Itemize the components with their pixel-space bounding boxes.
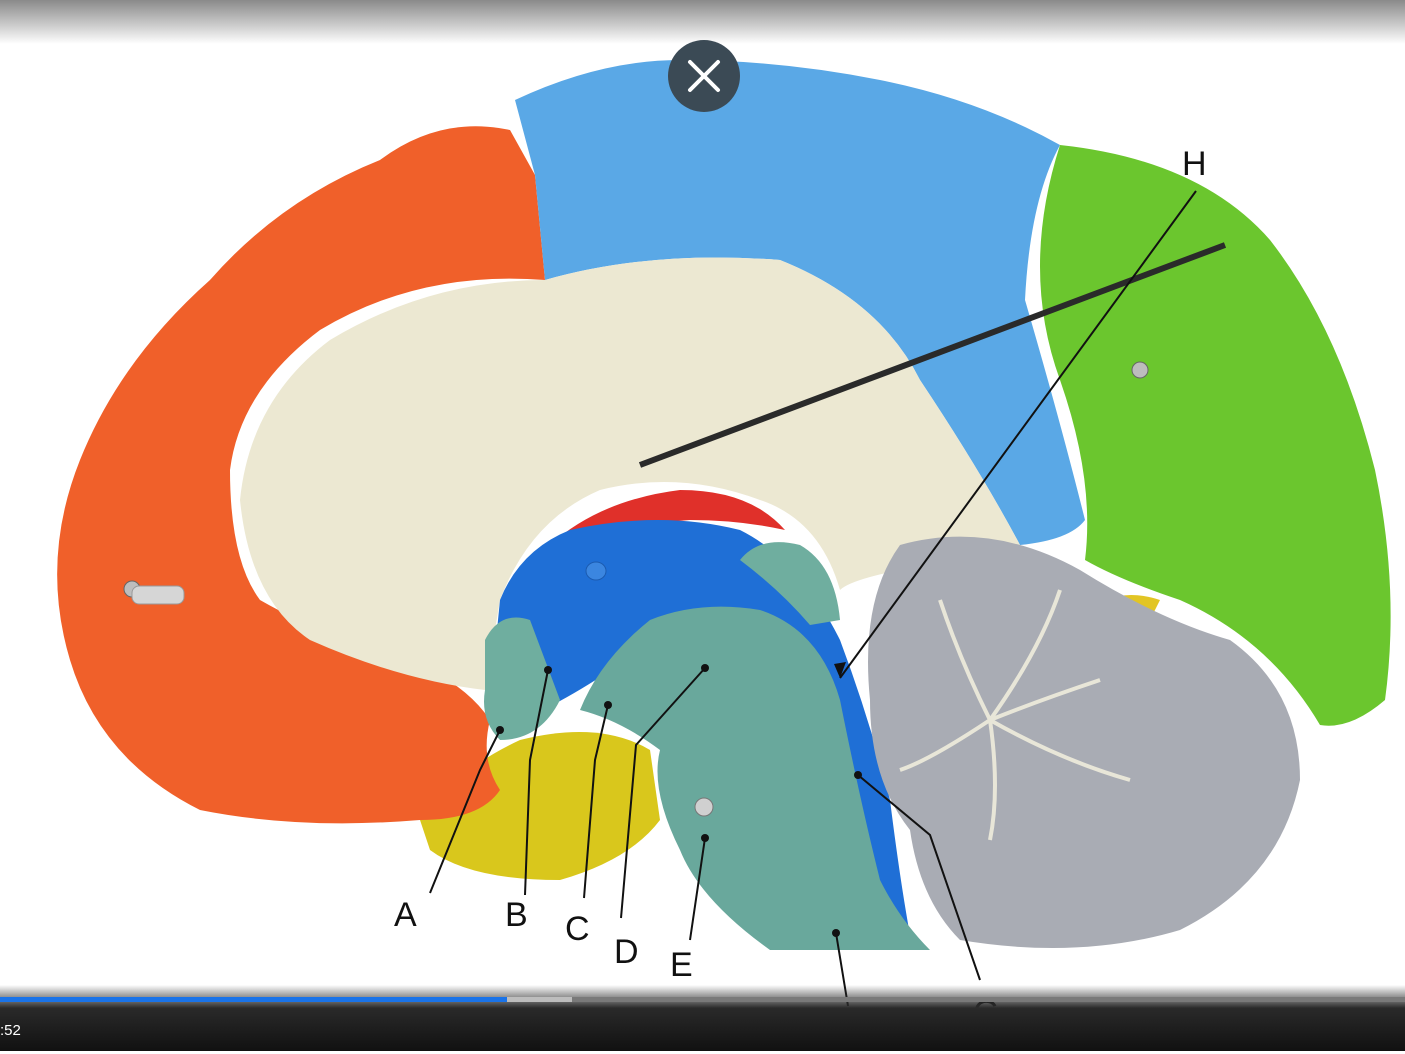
top-overlay-shade bbox=[0, 0, 1405, 44]
arrowhead-h bbox=[834, 662, 846, 678]
cerebellum-region bbox=[868, 536, 1300, 948]
leader-dots bbox=[496, 664, 862, 937]
brainstem-region bbox=[580, 606, 930, 950]
leader-line-c bbox=[583, 704, 609, 899]
leader-line-h bbox=[839, 190, 1197, 679]
leader-line-d bbox=[620, 667, 706, 919]
model-pins bbox=[123, 361, 1149, 817]
close-button[interactable] bbox=[668, 40, 740, 112]
leader-line-b bbox=[524, 669, 549, 896]
progress-bar[interactable] bbox=[0, 997, 1405, 1002]
player-control-bar bbox=[0, 985, 1405, 1051]
leader-line-a bbox=[429, 729, 501, 894]
limbic-region bbox=[240, 257, 1020, 690]
occipital-region bbox=[1040, 145, 1391, 726]
time-display: :52 bbox=[0, 1022, 21, 1039]
label-b: B bbox=[505, 896, 528, 934]
arbor-vitae bbox=[899, 589, 1131, 841]
parietal-region bbox=[515, 60, 1085, 545]
close-icon bbox=[688, 60, 720, 92]
progress-played bbox=[0, 997, 508, 1002]
label-h: H bbox=[1182, 145, 1207, 183]
leader-line-e bbox=[689, 837, 706, 941]
label-d: D bbox=[614, 933, 639, 971]
diencephalon-region bbox=[494, 520, 910, 940]
frontal-region bbox=[57, 126, 546, 824]
pineal-region bbox=[740, 542, 840, 625]
label-e: E bbox=[670, 946, 693, 984]
leader-line-g bbox=[857, 774, 981, 981]
incision-line bbox=[638, 242, 1227, 468]
label-c: C bbox=[565, 910, 590, 948]
label-a: A bbox=[394, 896, 417, 934]
